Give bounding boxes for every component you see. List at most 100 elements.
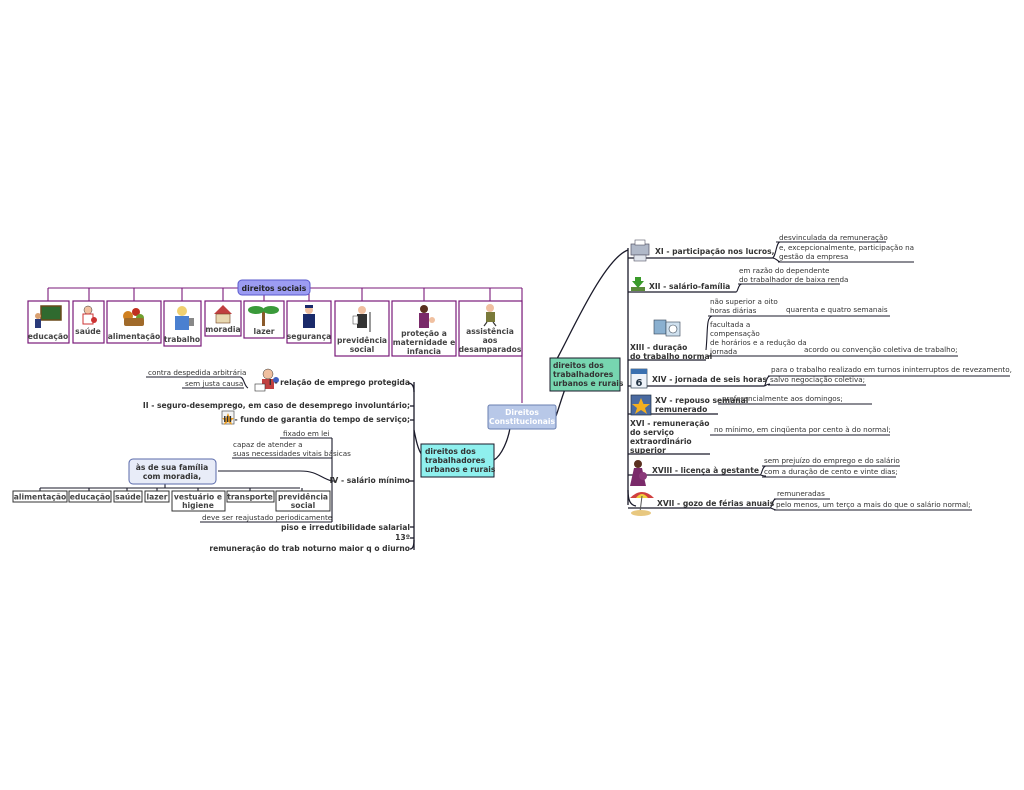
note-xvi-1: no mínimo, em cinqüenta por cento à do n… [714,425,891,434]
social-label-alimentacao: alimentação [108,332,160,341]
social-item-educacao[interactable]: educação [27,300,70,344]
note-xiii-3-line1: facultada a [710,320,750,329]
need-alimentacao[interactable]: alimentação [12,490,68,503]
note-xiii-2: quarenta e quatro semanais [786,305,888,314]
social-label-assistencia-line3: desamparados [459,345,522,354]
note-xiii-3-line3: de horários e a redução da [710,338,807,347]
left-hub-line3: urbanos e rurais [425,465,496,474]
doctor-icon [82,305,97,325]
branch-xvi-line4[interactable]: superior [630,446,666,455]
moradia-node[interactable]: às de sua família com moradia, [128,458,217,485]
branch-xviii[interactable]: XVIII - licença à gestante [652,466,759,475]
note-xi-1: desvinculada da remuneração [779,233,888,242]
need-label-saude: saúde [115,493,141,502]
need-educacao[interactable]: educação [68,490,112,503]
note-xvii-2: pelo menos, um terço a mais do que o sal… [776,500,971,509]
note-iv-3: deve ser reajustado periodicamente [202,513,333,522]
branch-xii[interactable]: XII - salário-família [649,282,730,291]
need-label-previdencia-line1: previdência [278,493,328,502]
pregnant-woman-icon [630,460,647,486]
branch-ii[interactable]: II - seguro-desemprego, em caso de desem… [143,401,410,410]
branch-piso[interactable]: piso e irredutibilidade salarial [281,523,410,532]
social-label-previdencia-line1: previdência [337,336,387,345]
social-item-assistencia[interactable]: assistência aos desamparados [458,300,523,357]
social-label-protecao-line2: maternidade e [393,338,456,347]
central-node[interactable]: Direitos Constitucionais [487,404,557,430]
branch-xv-line2[interactable]: remunerado [655,405,707,414]
businessman-icon [254,368,279,392]
need-label-vestuario-line2: higiene [182,501,214,510]
social-boxes: educação saúde alimentação [27,300,523,357]
star-certificate-icon [630,394,652,416]
note-iv-2-line2: suas necessidades vitais básicas [233,449,351,458]
note-i-1: contra despedida arbitrária [148,368,246,377]
branch-xvii[interactable]: XVII - gozo de férias anuais [657,499,775,508]
right-hub-line2: trabalhadores [553,370,614,379]
note-xviii-1: sem prejuízo do emprego e do salário [764,456,900,465]
branch-xv-line1[interactable]: XV - repouso semanal [655,396,748,405]
need-lazer[interactable]: lazer [144,490,170,503]
branch-i[interactable]: I - relação de emprego protegida [269,378,410,387]
moradia-line1: às de sua família [136,463,209,472]
calendar-day: 6 [636,378,643,389]
social-item-alimentacao[interactable]: alimentação [106,300,162,344]
left-hub-line1: direitos dos [425,447,476,456]
right-note-connectors [705,241,1010,511]
social-label-assistencia-line2: aos [483,336,498,345]
social-item-previdencia[interactable]: previdência social [334,300,390,357]
social-item-saude[interactable]: saúde [72,300,105,344]
branch-13[interactable]: 13º [395,533,410,542]
social-item-protecao[interactable]: proteção a maternidade e infancia [391,300,457,357]
house-icon [214,305,232,324]
connector-right-hub-trunk [549,249,629,371]
beach-umbrella-icon [630,492,654,516]
moradia-line2: com moradia, [143,472,201,481]
branch-iv[interactable]: IV - salário mínimo [330,476,410,485]
need-saude[interactable]: saúde [113,490,143,503]
social-label-moradia: moradia [205,325,240,334]
social-label-lazer: lazer [253,327,274,336]
need-previdencia[interactable]: previdência social [275,490,331,512]
branch-noturno[interactable]: remuneração do trab noturno maior q o di… [209,544,410,553]
connector-central-left-hub [493,427,511,461]
right-hub-node[interactable]: direitos dos trabalhadores urbanos e rur… [549,357,624,392]
mother-child-icon [419,305,435,328]
social-label-protecao-line3: infancia [407,347,441,356]
note-iv-2-line1: capaz de atender a [233,440,302,449]
note-xiii-1-line1: não superior a oito [710,297,778,306]
note-xi-2-line1: e, excepcionalmente, participação na [779,243,914,252]
social-label-assistencia-line1: assistência [466,327,514,336]
left-hub-node[interactable]: direitos dos trabalhadores urbanos e rur… [420,443,496,478]
social-item-lazer[interactable]: lazer [243,300,285,339]
elderly-man-icon [352,306,371,332]
branch-xiii-line1[interactable]: XIII - duração [630,343,687,352]
branch-xvi-line2[interactable]: do serviço [630,428,674,437]
note-xiii-3-line4: jornada [709,347,737,356]
social-item-seguranca[interactable]: segurança [286,300,332,344]
need-label-vestuario-line1: vestuário e [174,493,222,502]
need-transporte[interactable]: transporte [226,490,275,503]
note-xiv-1: para o trabalho realizado em turnos inin… [771,365,1012,374]
teacher-icon [35,305,62,328]
branch-xiii-line2[interactable]: do trabalho normal [630,352,712,361]
branch-xi[interactable]: XI - participação nos lucros, [655,247,775,256]
social-item-moradia[interactable]: moradia [204,300,242,337]
social-title-node[interactable]: direitos sociais [237,279,311,296]
needs-boxes: alimentação educação saúde lazer vestuár… [12,490,331,512]
note-xviii-2: com a duração de cento e vinte dias; [764,467,898,476]
note-xiii-3-line2: compensação [710,329,760,338]
branch-xvi-line3[interactable]: extraordinário [630,437,692,446]
branch-iii[interactable]: III - fundo de garantia do tempo de serv… [223,415,410,424]
social-item-trabalho[interactable]: trabalho [163,300,202,347]
need-vestuario[interactable]: vestuário e higiene [171,490,226,512]
branch-xiv[interactable]: XIV - jornada de seis horas [652,375,767,384]
social-label-seguranca: segurança [287,332,331,341]
note-i-2: sem justa causa [185,379,243,388]
branch-xvi-line1[interactable]: XVI - remuneração [630,419,709,428]
note-xiii-4: acordo ou convenção coletiva de trabalho… [804,345,958,354]
need-label-educacao: educação [70,493,110,502]
social-label-previdencia-line2: social [350,345,375,354]
right-branches: XI - participação nos lucros, desvincula… [630,233,1012,516]
